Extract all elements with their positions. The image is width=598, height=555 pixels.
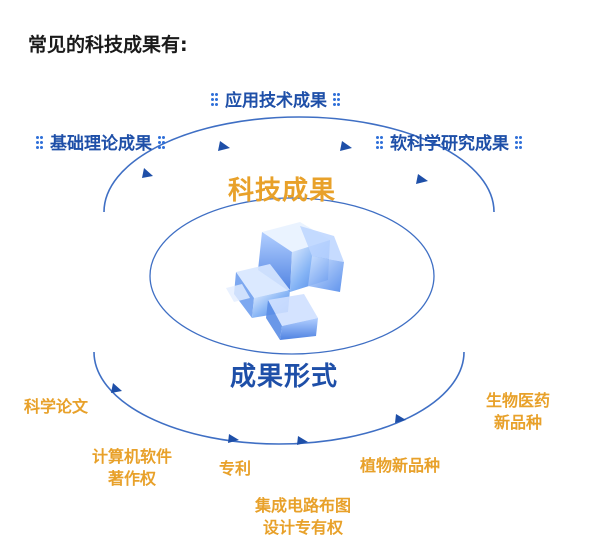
dots-icon	[515, 134, 523, 150]
upper-arc	[103, 116, 495, 213]
arrow-icon	[228, 434, 239, 443]
form-scientific-paper: 科学论文	[24, 397, 89, 416]
dots-icon	[376, 134, 384, 150]
category-basic-theory: 基础理论成果	[36, 129, 166, 154]
dots-icon	[158, 134, 166, 150]
form-patent: 专利	[219, 459, 252, 478]
category-applied-tech-label: 应用技术成果	[225, 91, 327, 111]
form-biomedicine: 生物医药 新品种	[486, 390, 550, 434]
dots-icon	[211, 91, 219, 107]
dots-icon	[333, 91, 341, 107]
form-software-copyright: 计算机软件 著作权	[92, 446, 172, 490]
center-title-forms: 成果形式	[230, 362, 339, 392]
page-title: 常见的科技成果有:	[28, 34, 188, 56]
arrow-icon	[111, 383, 122, 393]
form-plant-variety: 植物新品种	[360, 456, 441, 475]
arrow-icon	[142, 168, 153, 178]
form-bio-line2: 新品种	[494, 413, 543, 432]
category-soft-science: 软科学研究成果	[376, 129, 523, 154]
arrow-icon	[297, 436, 308, 445]
form-software-line1: 计算机软件	[92, 447, 173, 466]
arrow-icon	[416, 174, 428, 184]
form-ic-layout: 集成电路布图 设计专有权	[255, 495, 351, 539]
category-applied-tech: 应用技术成果	[211, 86, 341, 111]
form-software-line2: 著作权	[108, 469, 157, 488]
center-title-achievements: 科技成果	[228, 176, 337, 206]
form-ic-line1: 集成电路布图	[255, 496, 352, 515]
arrow-icon	[340, 141, 352, 151]
category-soft-science-label: 软科学研究成果	[390, 134, 509, 154]
dots-icon	[36, 134, 44, 150]
arrow-icon	[395, 414, 406, 423]
lower-arc	[93, 351, 465, 445]
form-bio-line1: 生物医药	[486, 391, 551, 410]
inner-ellipse	[149, 197, 435, 355]
cube-cluster-icon	[226, 222, 344, 340]
category-basic-theory-label: 基础理论成果	[50, 134, 152, 154]
form-ic-line2: 设计专有权	[263, 518, 344, 537]
arrow-icon	[218, 141, 230, 151]
